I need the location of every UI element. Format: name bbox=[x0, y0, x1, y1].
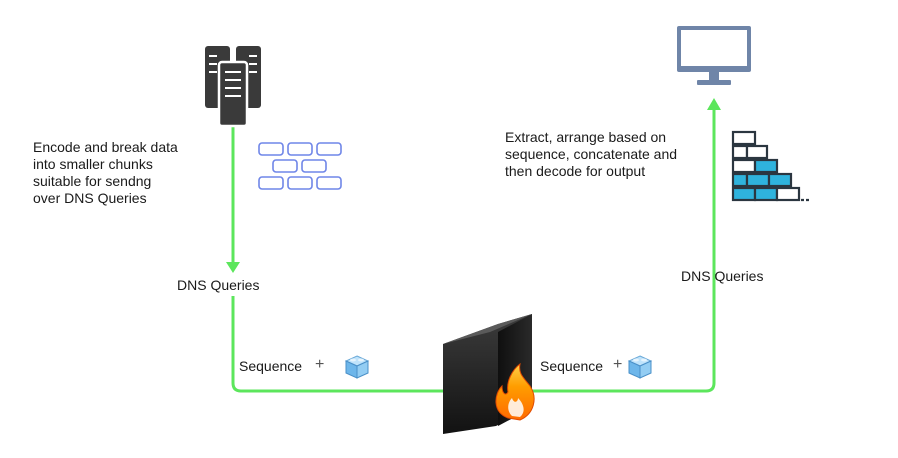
left-dns-queries-label: DNS Queries bbox=[177, 277, 260, 293]
right-route-line bbox=[530, 108, 716, 393]
right-plus-sign: + bbox=[613, 356, 623, 373]
firewall-icon bbox=[443, 314, 535, 434]
left-plus-sign: + bbox=[315, 356, 325, 373]
encode-description: Encode and break data into smaller chunk… bbox=[33, 139, 178, 206]
up-arrowhead bbox=[707, 98, 721, 110]
left-sequence-label: Sequence bbox=[239, 358, 303, 374]
right-dns-queries-label: DNS Queries bbox=[681, 268, 764, 284]
chunk-cube-icon bbox=[344, 355, 370, 379]
extract-description: Extract, arrange based on sequence, conc… bbox=[505, 129, 678, 179]
right-sequence-label: Sequence bbox=[540, 358, 604, 374]
data-chunks-icon bbox=[258, 142, 342, 190]
server-icon bbox=[205, 46, 261, 128]
monitor-icon bbox=[677, 26, 751, 85]
left-route-line bbox=[231, 296, 447, 393]
down-arrowhead bbox=[226, 262, 240, 273]
arranged-chunks-icon bbox=[731, 130, 811, 202]
chunk-cube-icon bbox=[627, 355, 653, 379]
